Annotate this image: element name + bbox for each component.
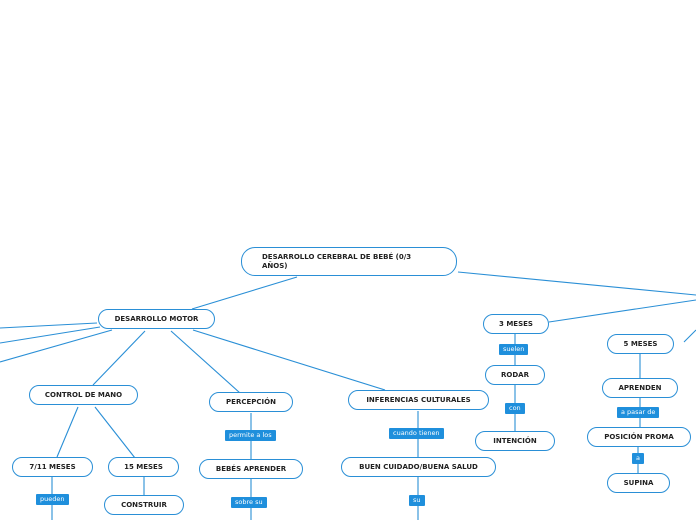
node-5-meses[interactable]: 5 MESES [607,334,674,354]
node-rodar[interactable]: RODAR [485,365,545,385]
root-node-label: DESARROLLO CEREBRAL DE BEBÉ (0/3 AÑOS) [262,252,412,270]
link-label-pueden: pueden [36,494,69,505]
node-3-meses[interactable]: 3 MESES [483,314,549,334]
node-bebes-aprender[interactable]: BEBÉS APRENDER [199,459,303,479]
node-construir[interactable]: CONSTRUIR [104,495,184,515]
node-aprenden[interactable]: APRENDEN [602,378,678,398]
node-desarrollo-motor[interactable]: DESARROLLO MOTOR [98,309,215,329]
link-label-con: con [505,403,525,414]
node-buen-cuidado-buena-salud[interactable]: BUEN CUIDADO/BUENA SALUD [341,457,496,477]
node-percepcion[interactable]: PERCEPCIÓN [209,392,293,412]
node-7-11-meses[interactable]: 7/11 MESES [12,457,93,477]
link-label-suelen: suelen [499,344,529,355]
link-label-cuando-tienen: cuando tienen [389,428,444,439]
node-supina[interactable]: SUPINA [607,473,670,493]
link-label-a-pasar-de: a pasar de [617,407,660,418]
node-inferencias-culturales[interactable]: INFERENCIAS CULTURALES [348,390,489,410]
node-15-meses[interactable]: 15 MESES [108,457,179,477]
link-label-sobre-su: sobre su [231,497,267,508]
node-control-de-mano[interactable]: CONTROL DE MANO [29,385,138,405]
link-label-permite-a-los: permite a los [225,430,276,441]
node-intencion[interactable]: INTENCIÓN [475,431,555,451]
link-label-a: a [632,453,644,464]
root-node[interactable]: DESARROLLO CEREBRAL DE BEBÉ (0/3 AÑOS) [241,247,457,276]
link-label-su: su [409,495,425,506]
node-posicion-proma[interactable]: POSICIÓN PROMA [587,427,691,447]
